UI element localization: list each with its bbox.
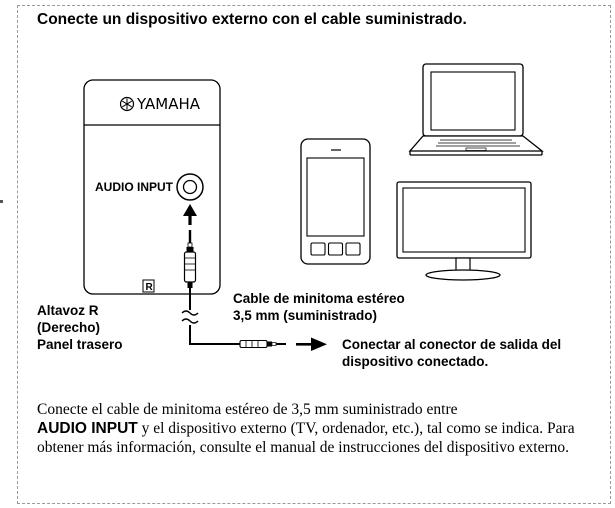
instructions-text-2: y el dispositivo externo (TV, ordenador,… — [37, 420, 575, 457]
instructions-strong: AUDIO INPUT — [37, 420, 138, 438]
speaker-caption-line-1: Altavoz R — [37, 303, 99, 318]
cable-caption: Cable de minitoma estéreo 3,5 mm (sumini… — [233, 290, 405, 324]
r-badge: R — [142, 279, 155, 293]
tv-icon — [396, 181, 532, 281]
connection-diagram: YAMAHA AUDIO INPUT R — [83, 63, 544, 351]
cable-caption-line-1: Cable de minitoma estéreo — [233, 291, 405, 306]
margin-tick — [0, 200, 3, 203]
instructions-text-1: Conecte el cable de minitoma estéreo de … — [37, 401, 458, 418]
audio-input-jack — [176, 173, 204, 201]
laptop-icon — [408, 63, 544, 156]
speaker-caption-line-3: Panel trasero — [37, 337, 123, 352]
yamaha-logo-icon — [119, 96, 135, 112]
connect-caption-line-2: dispositivo conectado. — [342, 354, 489, 369]
cable-line — [189, 288, 240, 345]
dashed-frame — [17, 5, 611, 504]
horizontal-plug-icon — [239, 339, 286, 349]
speaker-caption: Altavoz R (Derecho) Panel trasero — [37, 302, 123, 353]
cable-break-icon — [181, 310, 199, 324]
connect-caption-line-1: Conectar al conector de salida del — [342, 337, 562, 352]
connect-caption: Conectar al conector de salida del dispo… — [342, 336, 561, 370]
speaker-caption-line-2: (Derecho) — [37, 320, 101, 335]
connect-arrow-icon — [296, 337, 327, 351]
heading: Conecte un dispositivo externo con el ca… — [37, 11, 467, 28]
smartphone-icon — [300, 138, 371, 265]
port-label: AUDIO INPUT — [95, 180, 174, 194]
brand-label: YAMAHA — [136, 95, 201, 113]
instructions-paragraph: Conecte el cable de minitoma estéreo de … — [37, 400, 597, 458]
cable-caption-line-2: 3,5 mm (suministrado) — [233, 308, 378, 323]
plug-in-arrow-icon — [183, 204, 197, 225]
vertical-plug-icon — [183, 230, 197, 288]
r-badge-label: R — [146, 282, 154, 293]
speaker-panel — [83, 79, 221, 295]
